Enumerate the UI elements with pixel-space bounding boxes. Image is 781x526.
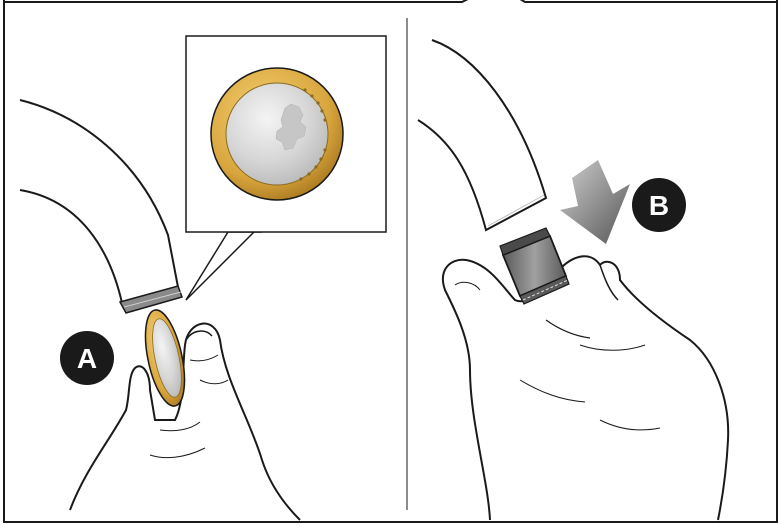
step-badge-a: A bbox=[60, 331, 114, 385]
faucet-spout-b bbox=[418, 40, 546, 230]
faucet-spout-a bbox=[20, 100, 178, 303]
euro-coin-icon bbox=[211, 68, 343, 200]
step-badge-b: B bbox=[632, 178, 686, 232]
down-arrow-icon bbox=[560, 160, 630, 244]
step-label-b: B bbox=[649, 190, 669, 221]
panel-a: A bbox=[20, 36, 386, 520]
step-label-a: A bbox=[77, 343, 97, 374]
panel-b: B bbox=[418, 40, 728, 520]
hand-b bbox=[443, 256, 728, 520]
